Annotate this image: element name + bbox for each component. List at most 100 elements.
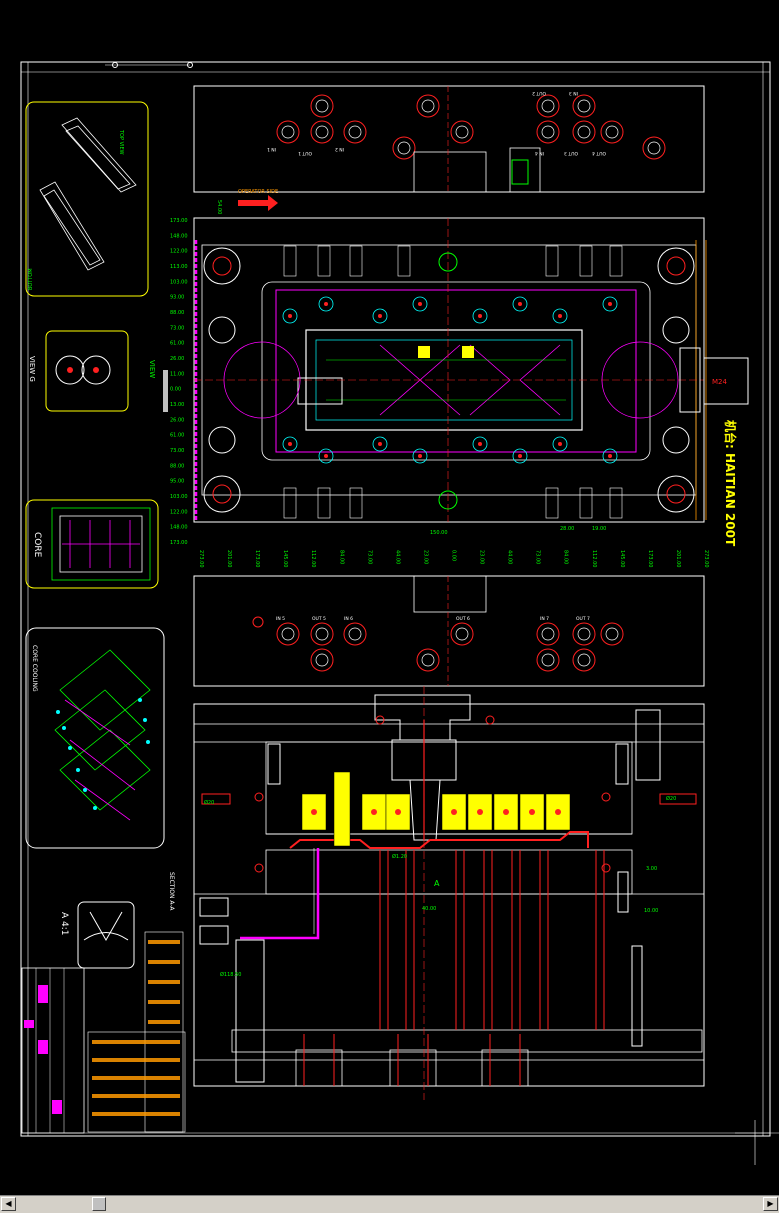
product-isometric-panel xyxy=(25,101,149,297)
cooling-label: OUT 2 xyxy=(532,90,546,96)
cooling-label: OUT 7 xyxy=(576,616,590,622)
dimension-label: 73.00 xyxy=(170,448,184,454)
dimension-label: 88.00 xyxy=(170,463,184,469)
core-panel xyxy=(25,499,159,589)
dimension-label: 73.00 xyxy=(170,325,184,331)
dimension-label: 103.00 xyxy=(170,279,188,285)
scroll-thumb[interactable] xyxy=(92,1197,106,1211)
section-dimension-label: Ø20 xyxy=(204,799,214,806)
cooling-label: IN 2 xyxy=(335,146,344,152)
dimension-label: 44.00 xyxy=(507,550,513,564)
section-dimension-label: Ø20 xyxy=(666,795,676,802)
dimension-label: 93.00 xyxy=(170,295,184,301)
dimension-label: 148.00 xyxy=(170,525,188,531)
dimension-label: 88.00 xyxy=(170,310,184,316)
section-mark: A xyxy=(434,879,440,888)
dimension-label: 95.00 xyxy=(170,479,184,485)
dimension-label: 23.00 xyxy=(422,550,428,564)
dimension-label: 44.00 xyxy=(394,550,400,564)
cooling-label: OUT 4 xyxy=(592,150,606,156)
section-dimension-label: 40.00 xyxy=(422,906,436,912)
top-plate-view xyxy=(193,85,705,193)
dimension-label: 201.00 xyxy=(675,550,681,568)
dimension-label: 273.00 xyxy=(198,550,204,568)
section-dimension-label: 10.00 xyxy=(644,908,658,914)
dimension-label: 173.00 xyxy=(170,540,188,546)
dimension-label: 112.00 xyxy=(310,550,316,568)
cooling-label: OUT 1 xyxy=(298,150,312,156)
dimension-label: 173.00 xyxy=(647,550,653,568)
bill-of-materials xyxy=(21,931,186,1134)
operator-side-arrow: OPERATOR SIDE xyxy=(238,189,278,211)
marker-m24: M24 xyxy=(712,378,727,386)
scroll-left-button[interactable]: ◀ xyxy=(1,1197,16,1211)
dimension-label: 26.00 xyxy=(170,417,184,423)
view-g-label: VIEW G xyxy=(28,356,36,382)
cooling-label: IN 4 xyxy=(535,150,544,156)
dim-28: 28.00 xyxy=(560,526,574,532)
dimension-label: 73.00 xyxy=(366,550,372,564)
detail-label: A 4:1 xyxy=(59,912,69,936)
dimension-label: 173.00 xyxy=(170,218,188,224)
dimension-label: 73.00 xyxy=(535,550,541,564)
bottom-plate-view xyxy=(193,575,705,687)
cooling-label: IN 1 xyxy=(267,146,276,152)
cooling-label: IN 5 xyxy=(276,616,285,622)
section-dimension-label: Ø1.20 xyxy=(392,853,407,860)
dim-19: 19.00 xyxy=(592,526,606,532)
view-label: VIEW xyxy=(148,360,156,378)
machine-label: 机台: HAITIAN 200T xyxy=(723,420,738,547)
svg-text:OPERATOR SIDE: OPERATOR SIDE xyxy=(238,189,278,195)
view-g-panel xyxy=(45,330,129,412)
core-label: CORE xyxy=(32,532,42,558)
cooling-labels-top: IN 1 OUT 1 IN 2 OUT 2 IN 3 IN 4 OUT 3 OUT 4 xyxy=(267,90,606,156)
cooling-labels-bottom: IN 5 OUT 5 IN 6 OUT 6 IN 7 OUT 7 xyxy=(276,616,590,622)
horizontal-scrollbar[interactable]: ◀ ▶ xyxy=(0,1195,779,1213)
core-cooling-panel xyxy=(25,627,165,849)
dim-150: 150.00 xyxy=(430,530,448,536)
dimension-label: 145.00 xyxy=(619,550,625,568)
dimension-label: 61.00 xyxy=(170,433,184,439)
section-dimension-label: Ø118.50 xyxy=(220,971,241,978)
cooling-label: OUT 5 xyxy=(312,616,326,622)
dimension-label: 26.00 xyxy=(170,356,184,362)
section-view: A xyxy=(193,686,705,1100)
dimension-label: 145.00 xyxy=(282,550,288,568)
dimension-label: 112.00 xyxy=(591,550,597,568)
dimension-label: 84.00 xyxy=(338,550,344,564)
svg-text:TOP VIEW: TOP VIEW xyxy=(118,129,124,155)
dimension-label: 0.00 xyxy=(451,550,457,561)
dimension-label: 122.00 xyxy=(170,509,188,515)
detail-a-panel xyxy=(77,901,135,969)
bottom-dimension-row: 273.00 201.00 173.00 145.00 112.00 84.00 73.00… xyxy=(198,550,709,568)
dimension-label: 122.00 xyxy=(170,249,188,255)
dimension-label: 23.00 xyxy=(479,550,485,564)
core-cooling-label: CORE COOLING xyxy=(31,645,38,692)
dimension-label: 113.00 xyxy=(170,264,188,270)
dimension-label: 61.00 xyxy=(170,341,184,347)
section-label: SECTION A-A xyxy=(168,872,175,911)
dimension-label: 84.00 xyxy=(563,550,569,564)
dimension-label: 0.00 xyxy=(170,387,181,393)
cooling-label: IN 7 xyxy=(540,616,549,622)
cooling-label: OUT 3 xyxy=(564,150,578,156)
dimension-label: 11.00 xyxy=(170,371,184,377)
top-left-dim: 54.00 xyxy=(216,200,222,214)
cooling-label: IN 3 xyxy=(569,90,578,96)
cooling-label: IN 6 xyxy=(344,616,353,622)
section-dimension-label: 3.00 xyxy=(646,866,657,872)
dimension-label: 173.00 xyxy=(254,550,260,568)
mold-plan-view: M24 VIEW xyxy=(148,217,749,523)
dimension-label: 13.00 xyxy=(170,402,184,408)
dimension-label: 201.00 xyxy=(226,550,232,568)
left-dimension-column: 173.00 148.00 122.00 113.00 103.00 93.00 88.00… xyxy=(170,218,188,546)
cooling-label: OUT 6 xyxy=(456,616,470,622)
scroll-right-button[interactable]: ▶ xyxy=(763,1197,778,1211)
dimension-label: 148.00 xyxy=(170,233,188,239)
svg-text:BOTTOM: BOTTOM xyxy=(28,268,34,290)
dimension-label: 273.00 xyxy=(703,550,709,568)
drawing-frame xyxy=(20,61,771,1137)
dimension-label: 103.00 xyxy=(170,494,188,500)
